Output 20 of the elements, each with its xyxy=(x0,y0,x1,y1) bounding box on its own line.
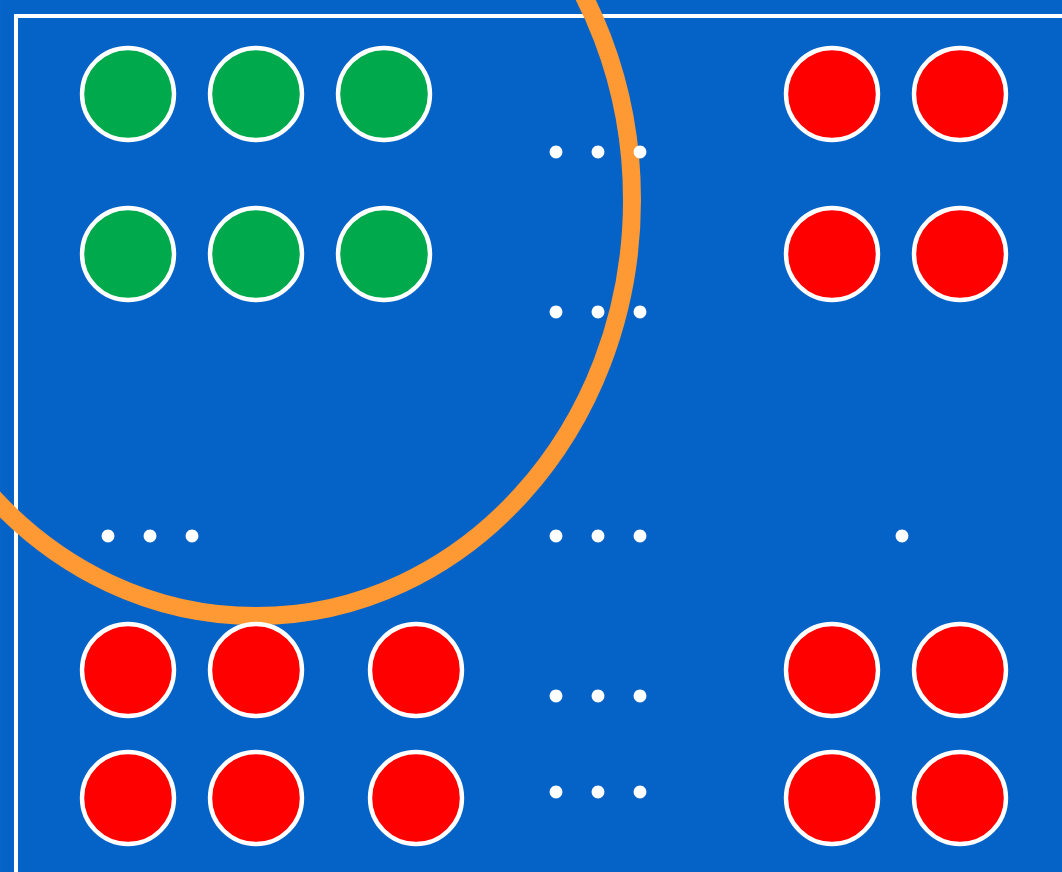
circle xyxy=(367,749,465,847)
circle xyxy=(783,45,881,143)
circle xyxy=(911,45,1009,143)
circle xyxy=(911,749,1009,847)
circle xyxy=(367,621,465,719)
circle xyxy=(79,45,177,143)
circle xyxy=(335,45,433,143)
circle xyxy=(911,621,1009,719)
circle xyxy=(79,205,177,303)
circle xyxy=(783,621,881,719)
circle xyxy=(207,205,305,303)
circle xyxy=(79,621,177,719)
circle xyxy=(207,45,305,143)
circle xyxy=(207,621,305,719)
circle xyxy=(783,749,881,847)
circle xyxy=(783,205,881,303)
circle xyxy=(335,205,433,303)
circle xyxy=(207,749,305,847)
circle xyxy=(911,205,1009,303)
circle xyxy=(79,749,177,847)
